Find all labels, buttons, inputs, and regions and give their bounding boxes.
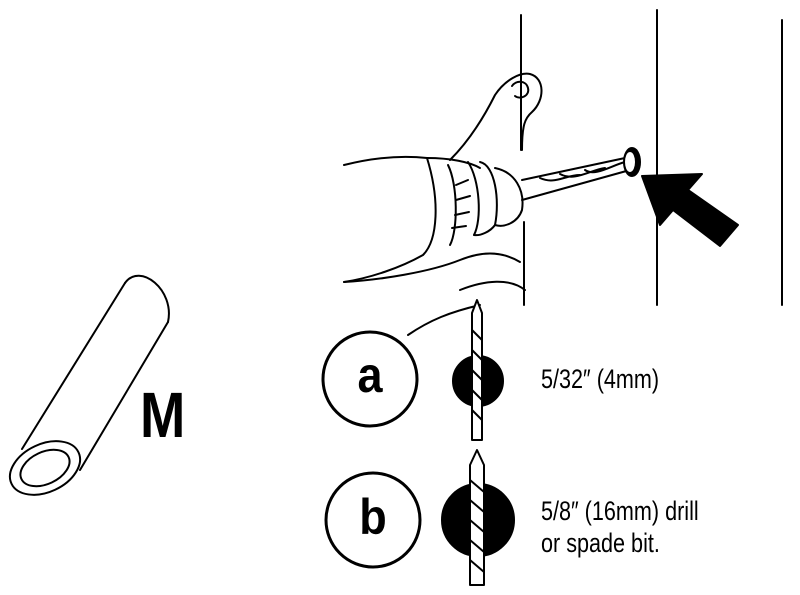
step-b-letter: b — [359, 489, 387, 545]
step-b-graphics — [324, 449, 515, 586]
hand-drill-drawing — [343, 72, 641, 336]
step-a-letter: a — [357, 347, 383, 403]
step-b-size-line2: or spade bit. — [541, 528, 660, 558]
step-b-size-text: 5/8″ (16mm) drill or spade bit. — [541, 495, 699, 559]
step-a-size-text: 5/32″ (4mm) — [541, 364, 660, 394]
step-b-size-line1: 5/8″ (16mm) drill — [541, 496, 699, 526]
hardware-label: M — [140, 379, 186, 451]
step-a-graphics — [321, 299, 504, 441]
wall-lines — [520, 9, 783, 306]
tube-m-drawing — [8, 274, 170, 496]
pointer-arrow — [641, 173, 739, 247]
